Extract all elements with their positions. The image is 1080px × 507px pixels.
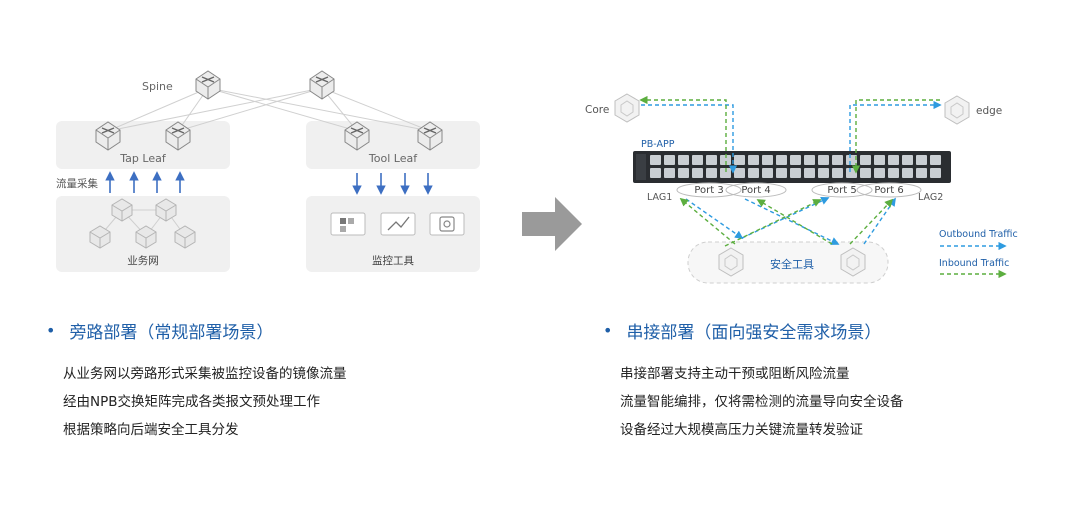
switch-port bbox=[846, 155, 857, 165]
list-item: 根据策略向后端安全工具分发 bbox=[63, 422, 239, 438]
collect-label: 流量采集 bbox=[56, 177, 98, 190]
legend-inbound-label: Inbound Traffic bbox=[939, 258, 1009, 269]
switch-port bbox=[846, 168, 857, 178]
bypass-deployment-section: • 旁路部署（常规部署场景） 从业务网以旁路形式采集被监控设备的镜像流量 经由N… bbox=[46, 318, 347, 444]
switch-port bbox=[776, 168, 787, 178]
inline-deployment-section: • 串接部署（面向强安全需求场景） 串接部署支持主动干预或阻断风险流量 流量智能… bbox=[603, 318, 904, 444]
monitor-tool-icons bbox=[330, 212, 465, 236]
switch-port bbox=[818, 168, 829, 178]
switch-port bbox=[734, 168, 745, 178]
port-6-label: Port 6 bbox=[874, 185, 903, 196]
switch-port bbox=[790, 155, 801, 165]
inline-feature-list: 串接部署支持主动干预或阻断风险流量 流量智能编排，仅将需检测的流量导向安全设备 … bbox=[603, 360, 904, 444]
switch-port bbox=[860, 168, 871, 178]
list-item: 从业务网以旁路形式采集被监控设备的镜像流量 bbox=[63, 366, 347, 382]
switch-port bbox=[902, 155, 913, 165]
inbound-traffic-paths bbox=[639, 95, 940, 247]
lag2-label: LAG2 bbox=[918, 192, 943, 203]
switch-port bbox=[762, 168, 773, 178]
switch-port bbox=[930, 168, 941, 178]
switch-port bbox=[678, 155, 689, 165]
switch-port bbox=[902, 168, 913, 178]
collection-arrows bbox=[105, 171, 185, 193]
bullet-icon: • bbox=[603, 321, 613, 340]
switch-port bbox=[748, 168, 759, 178]
spine-switch-icon bbox=[309, 70, 335, 100]
list-item: 串接部署支持主动干预或阻断风险流量 bbox=[620, 366, 850, 382]
edge-label: edge bbox=[976, 105, 1002, 117]
spine-label: Spine bbox=[142, 80, 173, 93]
port-4-label: Port 4 bbox=[741, 185, 770, 196]
switch-port bbox=[650, 168, 661, 178]
device-label: PB-APP bbox=[641, 139, 675, 150]
switch-port bbox=[818, 155, 829, 165]
switch-port bbox=[762, 155, 773, 165]
bypass-title: 旁路部署（常规部署场景） bbox=[69, 323, 274, 343]
bullet-icon: • bbox=[46, 321, 56, 340]
switch-port bbox=[888, 168, 899, 178]
switch-port bbox=[888, 155, 899, 165]
switch-port bbox=[664, 168, 675, 178]
switch-port bbox=[706, 155, 717, 165]
switch-port bbox=[706, 168, 717, 178]
switch-port bbox=[650, 155, 661, 165]
switch-port bbox=[804, 155, 815, 165]
switch-port bbox=[930, 155, 941, 165]
switch-port bbox=[720, 168, 731, 178]
switch-port bbox=[692, 168, 703, 178]
core-label: Core bbox=[585, 104, 609, 116]
switch-port bbox=[678, 168, 689, 178]
switch-port bbox=[692, 155, 703, 165]
port-ellipse bbox=[725, 182, 787, 198]
tap-leaf-label: Tap Leaf bbox=[119, 152, 167, 165]
port-5-label: Port 5 bbox=[827, 185, 856, 196]
distribution-arrows bbox=[352, 173, 433, 195]
switch-port bbox=[860, 155, 871, 165]
transition-arrow-icon bbox=[522, 197, 582, 251]
switch-port bbox=[916, 155, 927, 165]
security-tool-label: 安全工具 bbox=[770, 257, 814, 271]
switch-port bbox=[804, 168, 815, 178]
switch-port bbox=[874, 155, 885, 165]
port-3-label: Port 3 bbox=[694, 185, 723, 196]
port-ellipse bbox=[856, 182, 922, 198]
switch-port bbox=[916, 168, 927, 178]
deployment-diagrams: Spine Tap Leaf Tool Leaf 流量采集 业务网 bbox=[56, 70, 1018, 284]
switch-port bbox=[790, 168, 801, 178]
monitor-tools-label: 监控工具 bbox=[372, 254, 414, 267]
switch-port bbox=[874, 168, 885, 178]
core-router-icon bbox=[614, 93, 640, 123]
switch-port bbox=[664, 155, 675, 165]
switch-port bbox=[720, 155, 731, 165]
inline-title: 串接部署（面向强安全需求场景） bbox=[626, 323, 882, 343]
switch-port bbox=[748, 155, 759, 165]
pb-app-switch bbox=[633, 151, 951, 183]
list-item: 经由NPB交换矩阵完成各类报文预处理工作 bbox=[63, 394, 321, 410]
business-network-label: 业务网 bbox=[127, 254, 159, 267]
edge-router-icon bbox=[944, 95, 970, 125]
port-ellipse bbox=[811, 182, 873, 198]
switch-port bbox=[776, 155, 787, 165]
tool-leaf-label: Tool Leaf bbox=[368, 152, 418, 165]
traffic-legend: Outbound Traffic Inbound Traffic bbox=[939, 229, 1018, 279]
switch-port bbox=[734, 155, 745, 165]
lag1-label: LAG1 bbox=[647, 192, 672, 203]
spine-switch-icon bbox=[195, 70, 221, 100]
legend-outbound-label: Outbound Traffic bbox=[939, 229, 1018, 240]
switch-port bbox=[832, 168, 843, 178]
list-item: 设备经过大规模高压力关键流量转发验证 bbox=[620, 422, 863, 438]
bypass-feature-list: 从业务网以旁路形式采集被监控设备的镜像流量 经由NPB交换矩阵完成各类报文预处理… bbox=[46, 360, 347, 444]
switch-port bbox=[832, 155, 843, 165]
list-item: 流量智能编排，仅将需检测的流量导向安全设备 bbox=[620, 394, 904, 410]
port-ellipse bbox=[676, 182, 742, 198]
